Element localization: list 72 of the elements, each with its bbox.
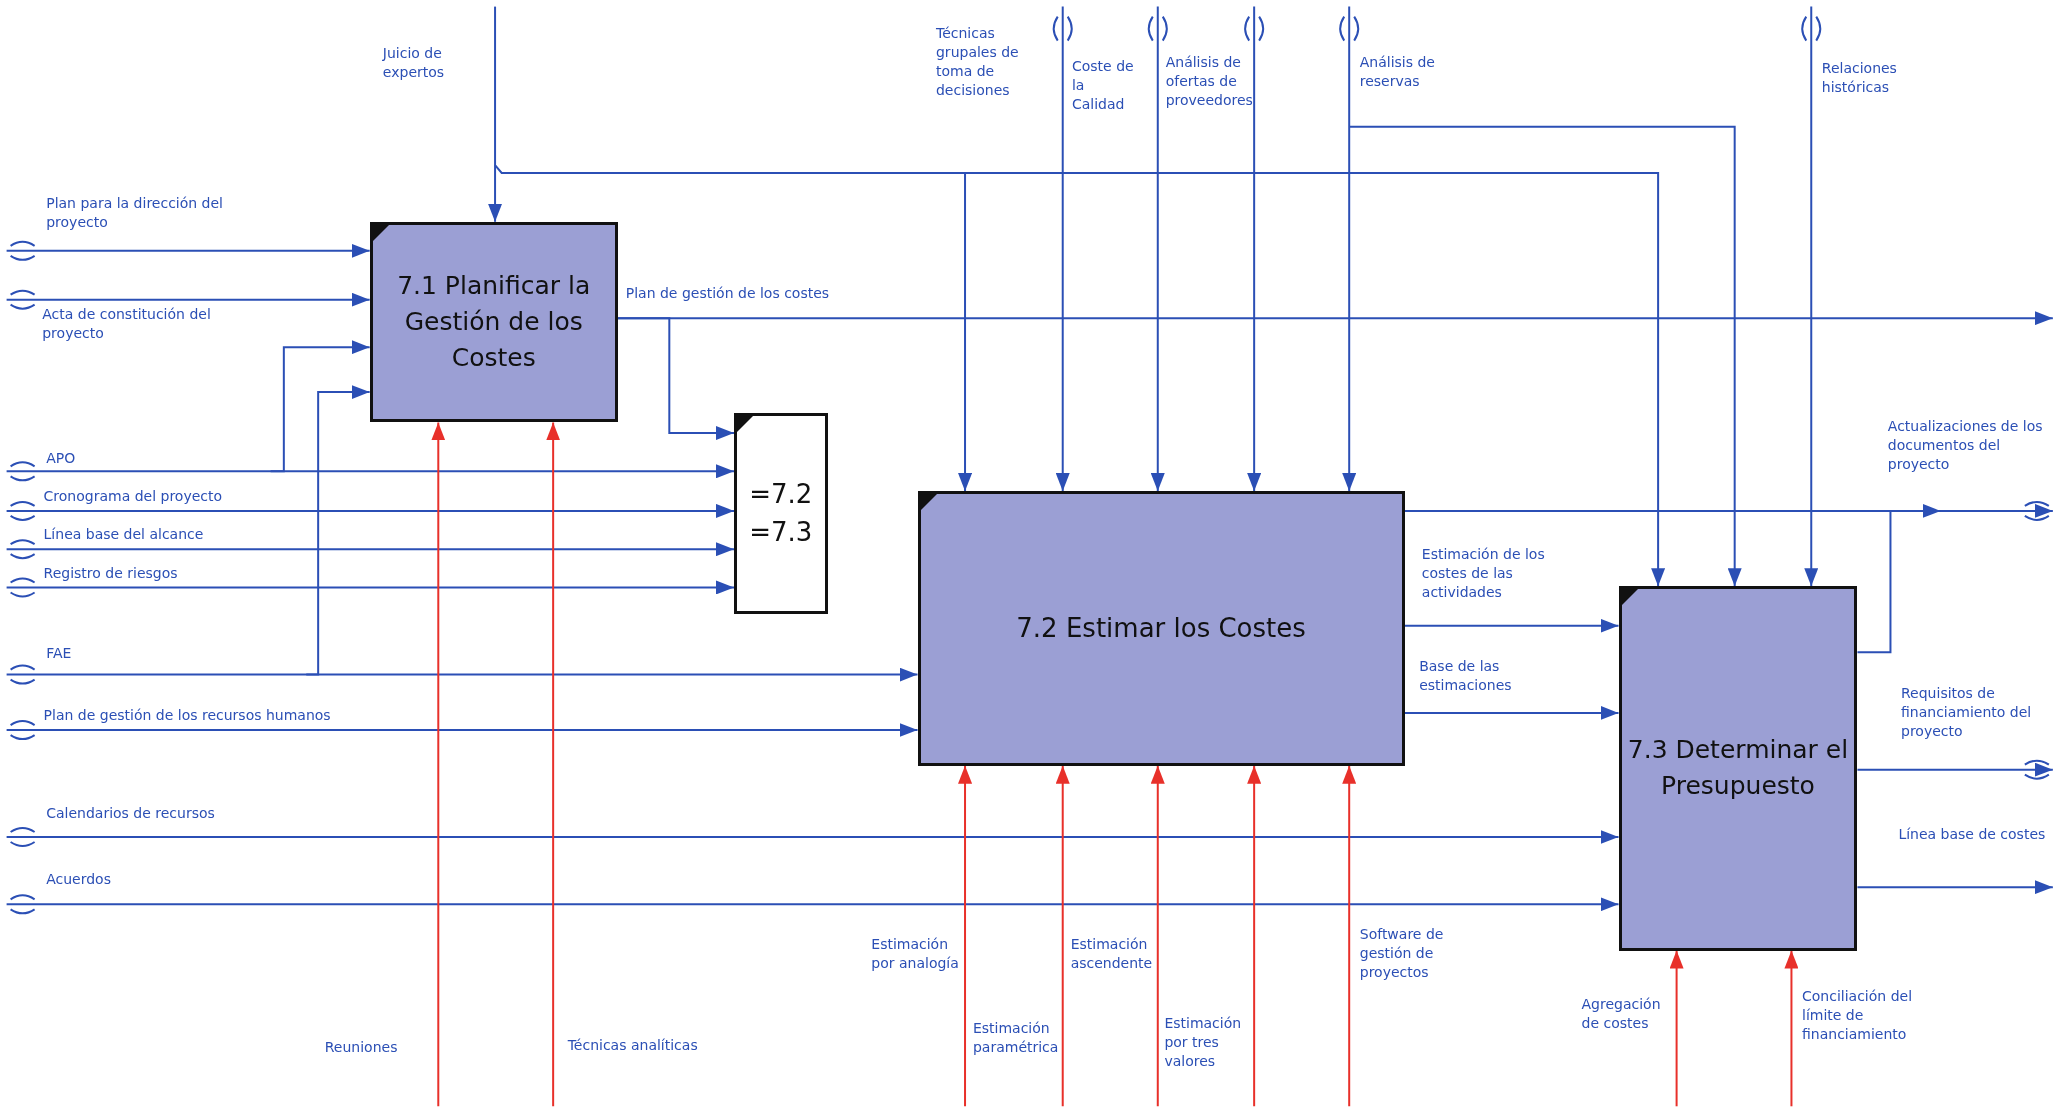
arrow bbox=[5, 580, 735, 595]
reference-box: =7.2 =7.3 bbox=[734, 413, 828, 614]
edge-label: Línea base del alcance bbox=[43, 525, 204, 545]
process-box: 7.3 Determinar el Presupuesto bbox=[1618, 586, 1858, 951]
arrow bbox=[5, 243, 371, 258]
edge-label: Reuniones bbox=[324, 1037, 398, 1057]
arrow bbox=[5, 503, 735, 518]
arrow bbox=[5, 723, 919, 738]
arrow bbox=[1342, 764, 1357, 1108]
arrow bbox=[1055, 5, 1070, 493]
edge-label: Base de las estimaciones bbox=[1419, 657, 1513, 696]
arrow bbox=[488, 5, 503, 223]
edge-label: Coste de la Calidad bbox=[1071, 56, 1135, 114]
arrow bbox=[1804, 5, 1819, 588]
edge-label: Análisis de reservas bbox=[1359, 52, 1436, 91]
edge-label: Relaciones históricas bbox=[1821, 59, 1898, 98]
edge-label: Estimación ascendente bbox=[1070, 934, 1154, 973]
edge-label: Actualizaciones de los documentos del proyecto bbox=[1887, 417, 2044, 475]
edge-label: FAE bbox=[46, 644, 72, 664]
arrow bbox=[546, 421, 561, 1108]
arrow bbox=[1403, 618, 1620, 633]
arrow bbox=[5, 542, 735, 557]
arrow bbox=[431, 421, 446, 1108]
arrow bbox=[1669, 949, 1684, 1108]
arrow bbox=[958, 764, 973, 1108]
arrow bbox=[5, 897, 1620, 912]
arrow bbox=[1247, 764, 1262, 1108]
arrow bbox=[1342, 5, 1357, 493]
arrow bbox=[5, 464, 735, 479]
edge-label: Estimación por tres valores bbox=[1164, 1013, 1243, 1071]
edge-label: Estimación por analogía bbox=[871, 934, 960, 973]
arrow bbox=[5, 667, 919, 682]
arrow bbox=[1403, 503, 2054, 518]
edge-label: Calendarios de recursos bbox=[46, 803, 215, 823]
edge-label: Plan de gestión de los costes bbox=[625, 283, 830, 303]
edge-label: Cronograma del proyecto bbox=[43, 487, 223, 507]
arrow bbox=[494, 164, 973, 493]
arrow bbox=[1856, 880, 2054, 895]
edge-label: APO bbox=[46, 448, 76, 468]
arrow bbox=[1055, 764, 1070, 1108]
arrow bbox=[5, 830, 1620, 844]
edge-label: Plan para la dirección del proyecto bbox=[46, 194, 224, 233]
edge-label: Análisis de ofertas de proveedores bbox=[1165, 52, 1253, 110]
arrow bbox=[1784, 949, 1799, 1108]
edge-label: Registro de riesgos bbox=[43, 563, 178, 583]
arrow bbox=[964, 171, 1666, 588]
arrow bbox=[1856, 503, 1942, 654]
edge-label: Línea base de costes bbox=[1898, 825, 2046, 845]
arrow bbox=[1150, 5, 1165, 493]
edge-label: Acuerdos bbox=[46, 869, 111, 889]
edge-label: Técnicas analíticas bbox=[567, 1036, 698, 1056]
arrow bbox=[5, 292, 371, 307]
edge-label: Agregación de costes bbox=[1581, 995, 1662, 1034]
edge-label: Conciliación del límite de financiamiento bbox=[1802, 987, 1914, 1045]
edge-label: Juicio de expertos bbox=[382, 43, 446, 82]
arrow bbox=[1348, 125, 1742, 588]
process-box: 7.1 Planificar la Gestión de los Costes bbox=[369, 221, 618, 423]
arrow bbox=[1403, 705, 1620, 720]
edge-label: Plan de gestión de los recursos humanos bbox=[43, 706, 331, 726]
edge-label: Software de gestión de proyectos bbox=[1359, 925, 1445, 983]
arrow bbox=[1856, 762, 2054, 777]
edge-label: Técnicas grupales de toma de decisiones bbox=[936, 23, 1020, 100]
arrow bbox=[269, 340, 371, 473]
process-box: 7.2 Estimar los Costes bbox=[917, 491, 1405, 766]
arrow bbox=[305, 385, 371, 676]
edge-label: Acta de constitución del proyecto bbox=[42, 304, 212, 343]
edge-label: Estimación paramétrica bbox=[972, 1019, 1060, 1058]
arrow bbox=[1150, 764, 1165, 1108]
arrow bbox=[1247, 5, 1262, 493]
edge-label: Estimación de los costes de las actividades bbox=[1421, 545, 1546, 603]
arrow bbox=[616, 317, 735, 440]
edge-label: Requisitos de financiamiento del proyecto bbox=[1901, 683, 2033, 741]
